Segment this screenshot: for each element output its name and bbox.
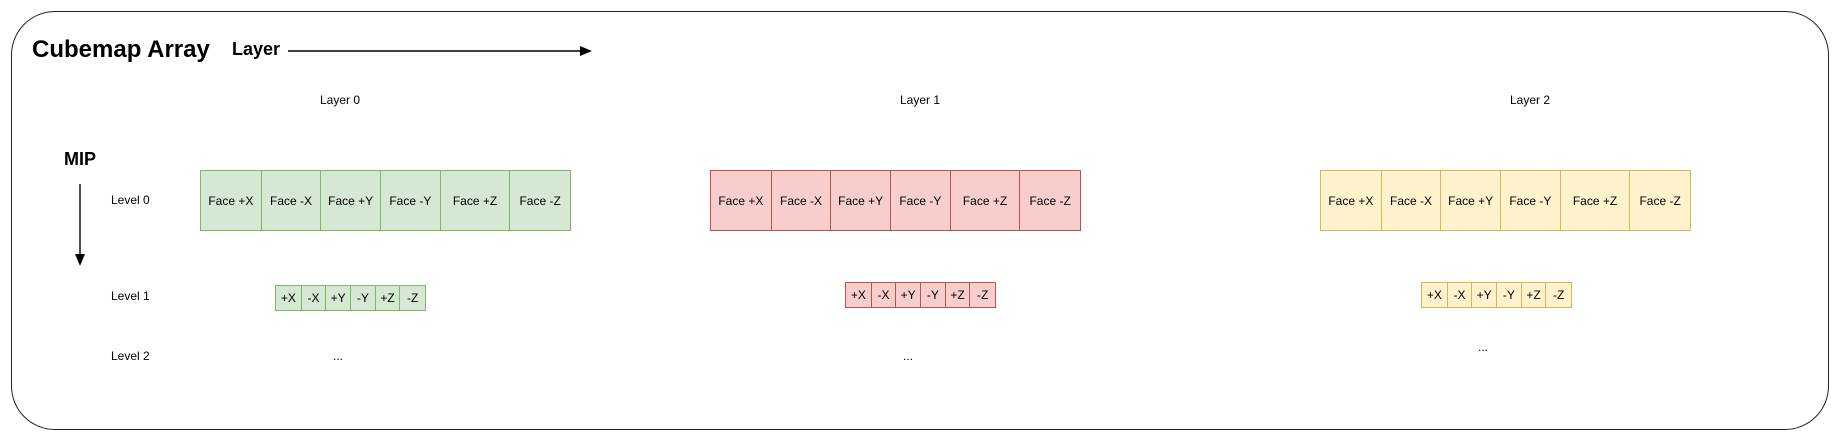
face-pos-x-cell: Face +X [201, 171, 262, 230]
layer-2-level-2-ellipsis: ... [1477, 340, 1489, 354]
face-neg-z-cell: -Z [1553, 288, 1565, 302]
face-pos-x-cell: Face +X [1321, 171, 1382, 230]
layer-1-label: Layer 1 [899, 93, 941, 107]
face-neg-x-cell: Face -X [262, 171, 322, 230]
layer-1-level-1-strip: +X -X +Y -Y +Z -Z [845, 282, 996, 308]
face-pos-y-cell: +Y [1472, 283, 1497, 307]
layer-1-level-2-ellipsis: ... [902, 349, 914, 363]
face-neg-z-cell: Face -Z [1639, 193, 1681, 208]
face-pos-z-cell: Face +Z [951, 171, 1021, 230]
layer-0-level-2-ellipsis: ... [332, 349, 344, 363]
mip-axis-arrow [75, 184, 85, 266]
mip-axis-label: MIP [64, 149, 97, 169]
face-neg-y-cell: Face -Y [1501, 171, 1561, 230]
layer-0-level-1-strip: +X -X +Y -Y +Z -Z [275, 285, 426, 311]
face-neg-z-cell: -Z [977, 288, 989, 302]
face-neg-y-cell: -Y [921, 283, 946, 307]
face-neg-x-cell: Face -X [772, 171, 832, 230]
layer-2-label: Layer 2 [1509, 93, 1551, 107]
layer-0-label: Layer 0 [319, 93, 361, 107]
face-pos-y-cell: Face +Y [831, 171, 892, 230]
layer-2-level-0-strip: Face +X Face -X Face +Y Face -Y Face +Z … [1320, 170, 1691, 231]
diagram-frame [11, 11, 1829, 430]
face-pos-x-cell: +X [1422, 283, 1448, 307]
face-pos-x-cell: +X [846, 283, 872, 307]
face-neg-x-cell: Face -X [1382, 171, 1442, 230]
face-neg-y-cell: -Y [1497, 283, 1522, 307]
level-0-label: Level 0 [111, 193, 150, 207]
face-pos-z-cell: +Z [1522, 283, 1547, 307]
level-1-label: Level 1 [111, 289, 150, 303]
face-pos-y-cell: Face +Y [321, 171, 382, 230]
face-neg-x-cell: -X [1448, 283, 1473, 307]
face-pos-z-cell: +Z [946, 283, 971, 307]
face-pos-z-cell: Face +Z [1561, 171, 1631, 230]
face-neg-z-cell: Face -Z [1029, 193, 1071, 208]
layer-2-level-1-strip: +X -X +Y -Y +Z -Z [1421, 282, 1572, 308]
diagram-title: Cubemap Array [32, 36, 210, 63]
face-pos-y-cell: +Y [896, 283, 921, 307]
layer-axis-label: Layer [232, 39, 281, 59]
face-neg-z-cell: -Z [407, 291, 419, 305]
face-pos-x-cell: Face +X [711, 171, 772, 230]
face-neg-z-cell: Face -Z [519, 193, 561, 208]
face-pos-z-cell: Face +Z [441, 171, 511, 230]
face-pos-x-cell: +X [276, 286, 302, 310]
face-neg-x-cell: -X [872, 283, 897, 307]
face-neg-x-cell: -X [302, 286, 327, 310]
face-pos-y-cell: Face +Y [1441, 171, 1502, 230]
face-pos-y-cell: +Y [326, 286, 351, 310]
layer-1-level-0-strip: Face +X Face -X Face +Y Face -Y Face +Z … [710, 170, 1081, 231]
face-neg-y-cell: Face -Y [891, 171, 951, 230]
layer-axis-arrow [288, 46, 592, 56]
face-neg-y-cell: Face -Y [381, 171, 441, 230]
face-pos-z-cell: +Z [376, 286, 401, 310]
layer-0-level-0-strip: Face +X Face -X Face +Y Face -Y Face +Z … [200, 170, 571, 231]
face-neg-y-cell: -Y [351, 286, 376, 310]
level-2-label: Level 2 [111, 349, 150, 363]
